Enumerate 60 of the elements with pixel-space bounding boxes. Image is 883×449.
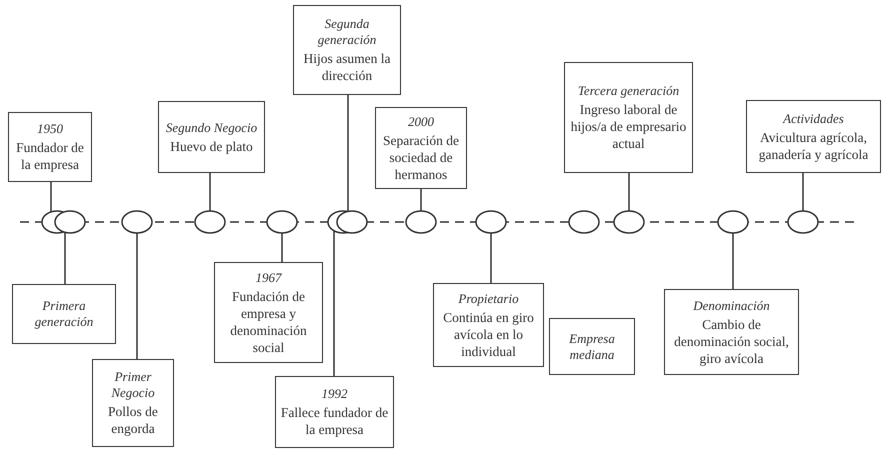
event-heading: Segundo Negocio [166,120,258,136]
event-heading: Denominación [693,298,770,314]
timeline-marker [475,210,507,234]
connector-line [50,182,52,212]
timeline-marker [266,210,298,234]
event-heading: Primer Negocio [110,369,156,401]
timeline-marker [405,210,437,234]
event-box [375,107,467,189]
connector-line [281,233,283,262]
event-heading: Primera generación [34,298,94,330]
event-box [564,62,693,173]
event-heading: Propietario [458,290,519,306]
event-description: Fallece fundador de la empresa [280,404,389,438]
connector-line [333,230,335,376]
timeline-marker [194,210,226,234]
event-heading: Actividades [783,110,844,126]
event-description: Ingreso laboral de hijos/a de empresario actual [570,101,688,152]
connector-line [209,173,211,211]
event-heading: 2000 [408,114,434,130]
event-description: Fundador de la empresa [15,139,85,173]
event-heading: 1992 [322,386,348,402]
event-description: Avicultura agrícola, ganadería y agrícola [758,128,870,162]
event-heading: 1950 [37,121,63,137]
connector-line [64,232,66,284]
timeline-marker [568,210,600,234]
event-description: Separación de sociedad de hermanos [382,132,460,182]
event-heading: Segunda generación [316,16,378,48]
connector-line [802,173,804,211]
event-description: Cambio de denominación social, giro avícola [673,316,790,366]
event-box [8,112,92,182]
event-description: Hijos asumen la dirección [302,50,392,84]
timeline-marker [54,210,86,234]
timeline-marker [717,210,749,234]
event-box [746,100,881,173]
connector-line [347,95,349,212]
event-box [214,262,323,363]
connector-line [136,233,138,359]
event-heading: 1967 [256,270,282,286]
timeline-marker [787,210,819,234]
connector-line [732,233,734,289]
connector-line [490,233,492,283]
event-box [293,5,401,95]
event-heading: Tercera generación [578,83,680,99]
timeline-marker [613,210,645,234]
event-box [92,359,174,447]
event-description: Continúa en giro avícola en lo individual [442,308,535,360]
event-box [158,101,265,173]
event-description: Pollos de engorda [107,403,159,437]
event-box [12,284,116,344]
event-heading: Empresa mediana [568,330,616,362]
connector-line [420,189,422,211]
event-box [275,376,394,448]
timeline-marker [336,210,368,234]
event-box [433,283,544,367]
event-description: Fundación de empresa y denominación social [229,288,308,356]
event-description: Huevo de plato [170,138,253,154]
event-box [664,289,799,375]
connector-line [628,173,630,211]
timeline-marker [121,210,153,234]
event-box [549,318,635,375]
